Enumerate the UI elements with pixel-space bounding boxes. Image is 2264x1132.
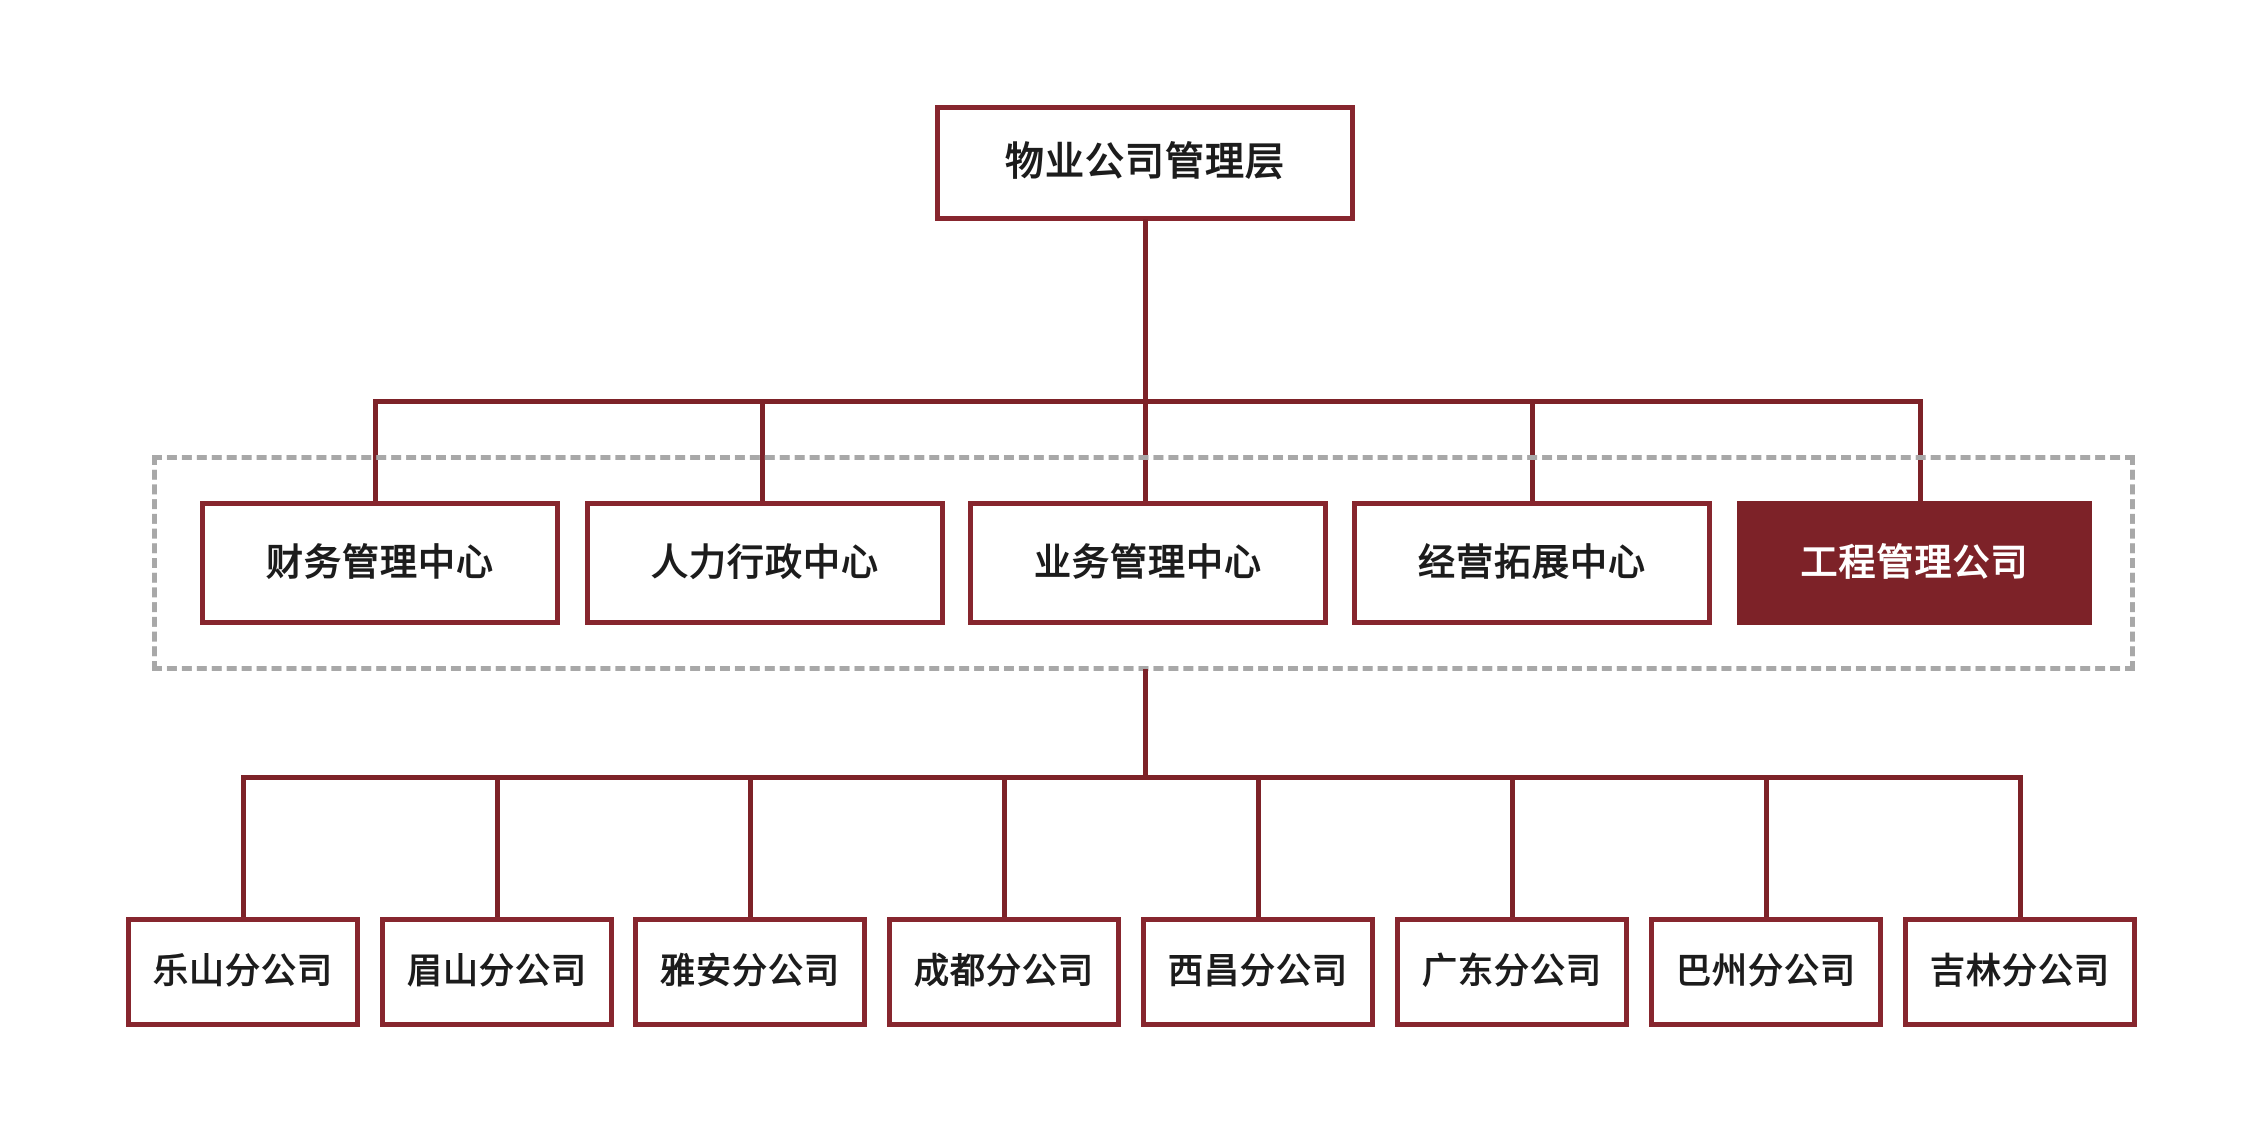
node-branch-5-label: 广东分公司 <box>1421 951 1602 991</box>
connector-division-drop-1 <box>373 399 378 501</box>
node-branch-4-label: 西昌分公司 <box>1167 951 1348 991</box>
node-root-label: 物业公司管理层 <box>1004 140 1285 184</box>
connector-division-drop-4 <box>1530 399 1535 501</box>
node-branch-2-label: 雅安分公司 <box>659 951 840 991</box>
node-branch-2[interactable]: 雅安分公司 <box>633 917 867 1027</box>
node-branch-1-label: 眉山分公司 <box>406 951 587 991</box>
node-division-0-label: 财务管理中心 <box>266 541 494 583</box>
node-branch-3[interactable]: 成都分公司 <box>887 917 1121 1027</box>
node-division-3-label: 经营拓展中心 <box>1418 541 1646 583</box>
connector-branch-drop-8 <box>2018 775 2023 917</box>
connector-branch-trunk <box>1143 669 1148 779</box>
node-branch-0[interactable]: 乐山分公司 <box>126 917 360 1027</box>
connector-division-drop-5 <box>1918 399 1923 501</box>
connector-division-drop-2 <box>760 399 765 501</box>
node-root[interactable]: 物业公司管理层 <box>935 105 1355 221</box>
connector-root-trunk <box>1143 219 1148 403</box>
node-division-2[interactable]: 业务管理中心 <box>968 501 1328 625</box>
node-branch-4[interactable]: 西昌分公司 <box>1141 917 1375 1027</box>
node-branch-7[interactable]: 吉林分公司 <box>1903 917 2137 1027</box>
node-division-2-label: 业务管理中心 <box>1034 541 1262 583</box>
connector-branch-drop-7 <box>1764 775 1769 917</box>
node-branch-6[interactable]: 巴州分公司 <box>1649 917 1883 1027</box>
connector-branch-drop-1 <box>241 775 246 917</box>
node-division-4-highlighted[interactable]: 工程管理公司 <box>1737 501 2092 625</box>
connector-branch-drop-6 <box>1510 775 1515 917</box>
node-branch-1[interactable]: 眉山分公司 <box>380 917 614 1027</box>
node-division-1-label: 人力行政中心 <box>651 541 879 583</box>
connector-division-bus <box>375 399 1923 404</box>
node-division-1[interactable]: 人力行政中心 <box>585 501 945 625</box>
connector-branch-drop-5 <box>1256 775 1261 917</box>
node-branch-7-label: 吉林分公司 <box>1929 951 2110 991</box>
node-branch-5[interactable]: 广东分公司 <box>1395 917 1629 1027</box>
node-branch-6-label: 巴州分公司 <box>1675 951 1856 991</box>
connector-branch-drop-4 <box>1002 775 1007 917</box>
connector-branch-bus <box>243 775 2023 780</box>
connector-branch-drop-2 <box>495 775 500 917</box>
node-division-3[interactable]: 经营拓展中心 <box>1352 501 1712 625</box>
connector-branch-drop-3 <box>748 775 753 917</box>
node-division-0[interactable]: 财务管理中心 <box>200 501 560 625</box>
division-group-dashed-border <box>152 455 2135 671</box>
connector-division-drop-3 <box>1143 399 1148 501</box>
node-division-4-label: 工程管理公司 <box>1800 541 2029 583</box>
node-branch-0-label: 乐山分公司 <box>152 951 333 991</box>
node-branch-3-label: 成都分公司 <box>913 951 1094 991</box>
